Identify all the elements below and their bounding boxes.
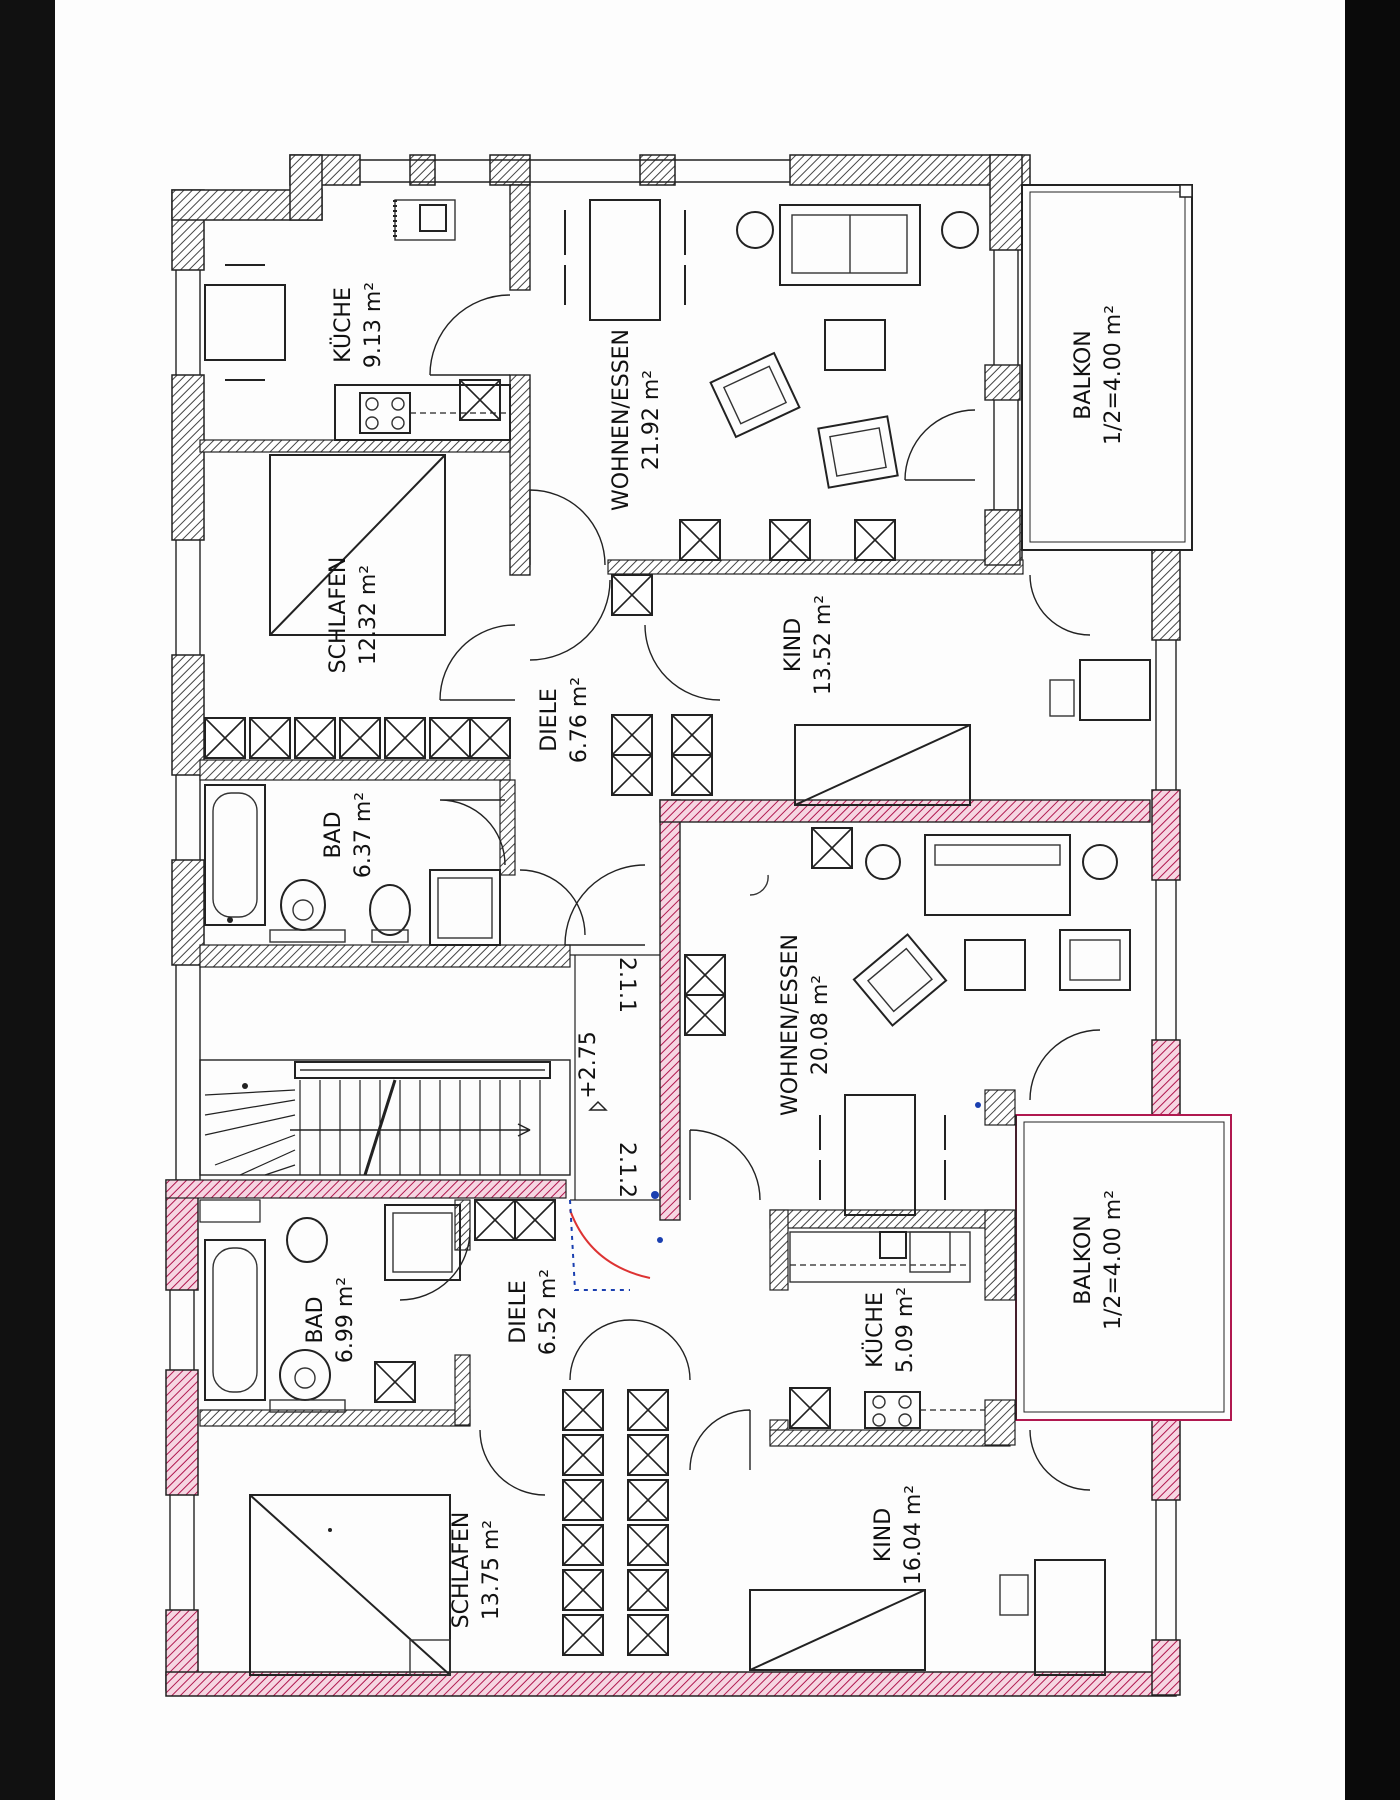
room-kueche-upper: KÜCHE 9.13 m² — [330, 282, 386, 368]
door-number-label: 2.1.2 — [614, 1142, 639, 1198]
room-area: 13.52 m² — [811, 595, 836, 695]
room-bad-lower: BAD 6.99 m² — [303, 1277, 358, 1363]
room-kind-upper: KIND 13.52 m² — [781, 595, 836, 695]
room-area: 5.09 m² — [893, 1287, 918, 1373]
room-area: 6.99 m² — [333, 1277, 358, 1363]
room-bad-upper: BAD 6.37 m² — [321, 792, 376, 878]
room-name: KIND — [871, 1508, 896, 1562]
floor-plan-sheet — [55, 0, 1345, 1800]
room-area: 6.76 m² — [567, 677, 592, 763]
room-name: SCHLAFEN — [449, 1512, 474, 1629]
room-area: 6.52 m² — [536, 1269, 561, 1355]
stair-level: +2.75 — [576, 1031, 601, 1098]
room-name: SCHLAFEN — [326, 557, 351, 674]
room-wohnen-upper: WOHNEN/ESSEN 21.92 m² — [609, 329, 664, 511]
interior-walls — [165, 184, 1151, 1447]
room-diele-lower: DIELE 6.52 m² — [506, 1269, 561, 1355]
room-balkon-upper: BALKON 1/2=4.00 m² — [1071, 305, 1126, 445]
room-name: KÜCHE — [862, 1292, 888, 1368]
room-name: WOHNEN/ESSEN — [778, 934, 803, 1116]
hand-annotations — [569, 1102, 981, 1291]
balcony-upper — [1021, 184, 1193, 551]
room-labels: KÜCHE 9.13 m² WOHNEN/ESSEN 21.92 m² BALK… — [303, 282, 1126, 1628]
room-name: BALKON — [1071, 1215, 1096, 1304]
room-schlafen-upper: SCHLAFEN 12.32 m² — [326, 557, 381, 674]
door-number-2: 2.1.2 — [614, 1142, 639, 1198]
room-area: 1/2=4.00 m² — [1101, 1190, 1126, 1330]
stair-level-label: +2.75 — [576, 1031, 601, 1098]
room-area: 6.37 m² — [351, 792, 376, 878]
scan-edge — [1345, 0, 1400, 1800]
room-name: KIND — [781, 618, 806, 672]
room-name: DIELE — [537, 688, 562, 752]
room-balkon-lower: BALKON 1/2=4.00 m² — [1071, 1190, 1126, 1330]
staircase — [199, 954, 660, 1201]
room-diele-upper: DIELE 6.76 m² — [537, 677, 592, 763]
exterior-walls — [165, 154, 1181, 1697]
room-name: BAD — [321, 811, 346, 858]
furniture — [204, 199, 1151, 1676]
room-name: WOHNEN/ESSEN — [609, 329, 634, 511]
room-kind-lower: KIND 16.04 m² — [871, 1485, 926, 1585]
room-area: 20.08 m² — [808, 975, 833, 1075]
door-number-label: 2.1.1 — [614, 957, 639, 1013]
room-wohnen-lower: WOHNEN/ESSEN 20.08 m² — [778, 934, 833, 1116]
room-area: 21.92 m² — [639, 370, 664, 470]
room-area: 16.04 m² — [901, 1485, 926, 1585]
room-area: 1/2=4.00 m² — [1101, 305, 1126, 445]
room-name: BALKON — [1071, 330, 1096, 419]
room-area: 12.32 m² — [356, 565, 381, 665]
room-name: KÜCHE — [330, 287, 356, 363]
door-swings — [399, 294, 1101, 1496]
door-number-1: 2.1.1 — [614, 957, 639, 1013]
room-name: DIELE — [506, 1280, 531, 1344]
room-name: BAD — [303, 1296, 328, 1343]
room-area: 13.75 m² — [479, 1520, 504, 1620]
room-kueche-lower: KÜCHE 5.09 m² — [862, 1287, 918, 1373]
room-area: 9.13 m² — [361, 282, 386, 368]
room-schlafen-lower: SCHLAFEN 13.75 m² — [449, 1512, 504, 1629]
